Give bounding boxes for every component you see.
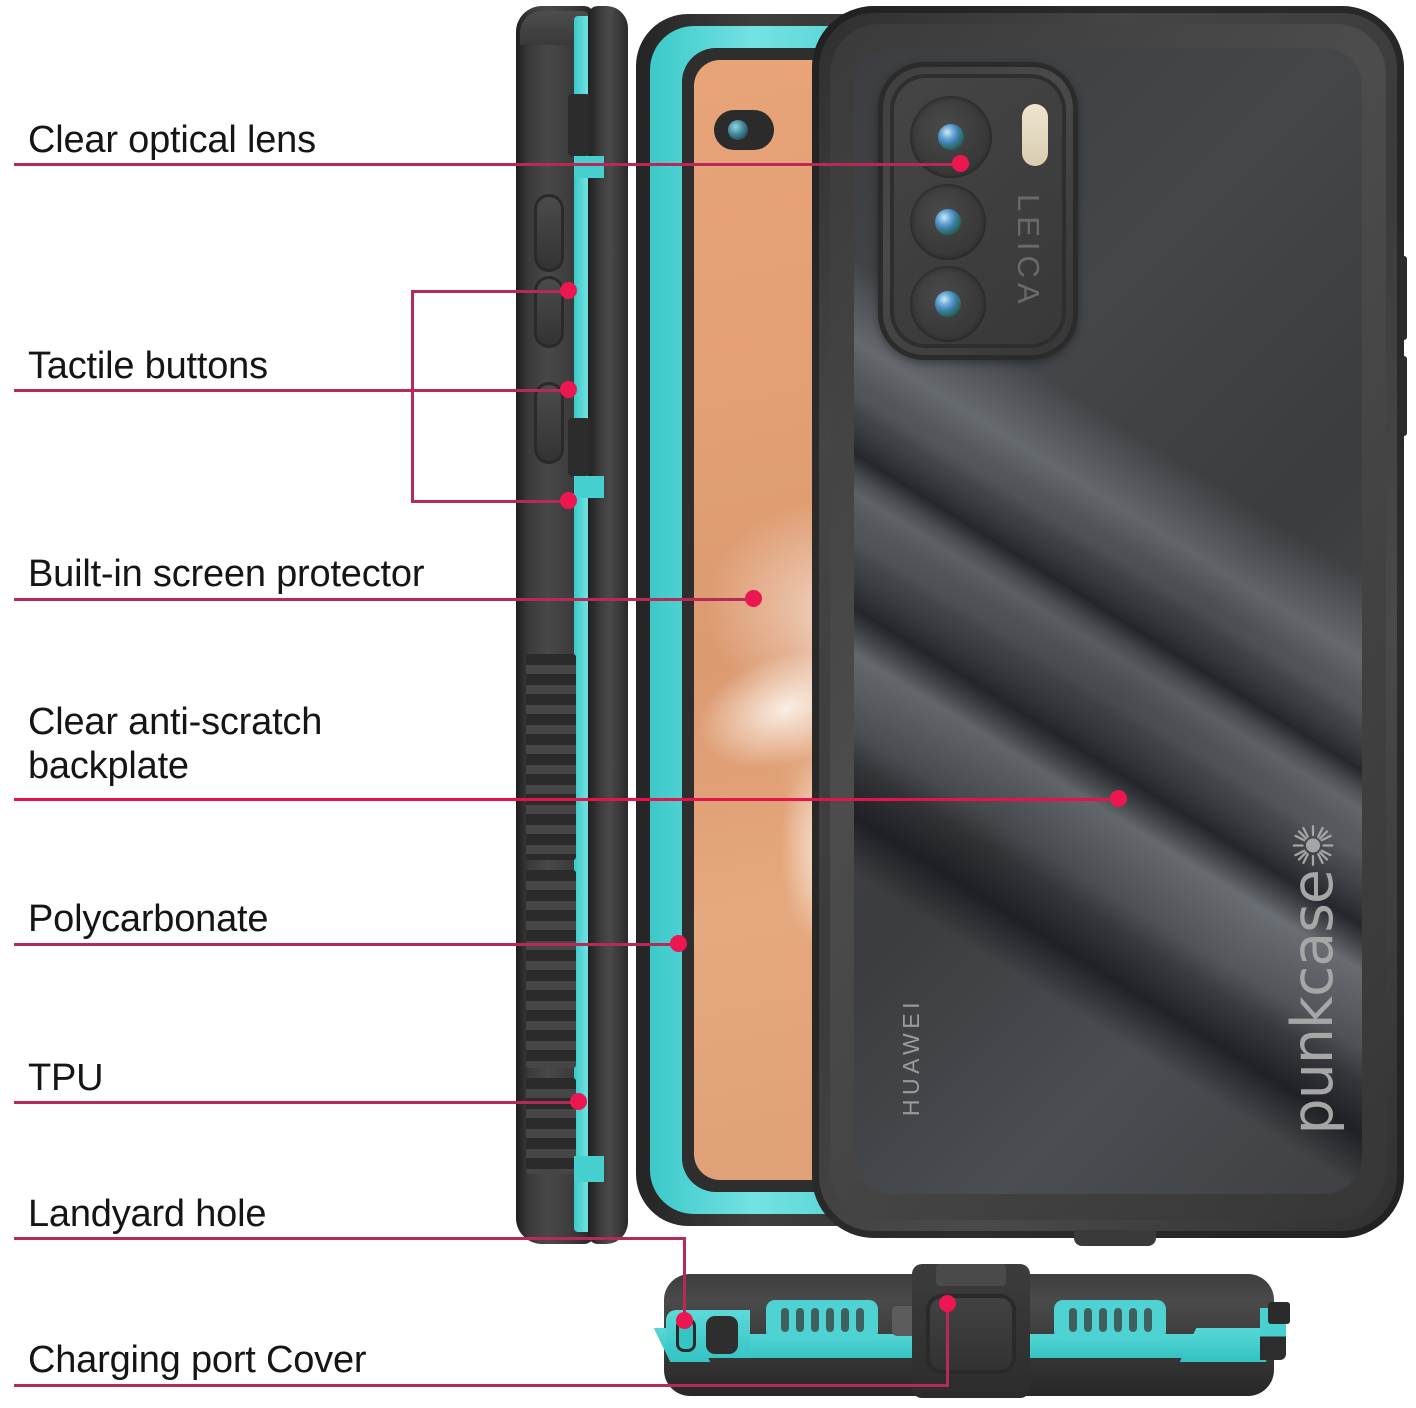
leader-branch-button-3 bbox=[411, 500, 570, 503]
camera-lens-2 bbox=[910, 184, 986, 260]
case-grip-texture-mid bbox=[526, 870, 576, 1068]
leader-dot-button-2 bbox=[560, 381, 577, 398]
callout-label-tactile-buttons: Tactile buttons bbox=[28, 345, 268, 387]
leader-line-tactile-buttons bbox=[14, 389, 414, 392]
callout-label-clear-anti-scratch-backplate: Clear anti-scratch backplate bbox=[28, 701, 323, 788]
bottom-right-tab-black bbox=[1268, 1302, 1290, 1324]
volume-up-button[interactable] bbox=[534, 194, 564, 272]
leica-brand-text: LEICA bbox=[1011, 194, 1046, 309]
leader-dot-tpu bbox=[570, 1093, 587, 1110]
case-front-lip bbox=[588, 6, 628, 1244]
callout-label-landyard-hole: Landyard hole bbox=[28, 1193, 267, 1235]
leader-dot-landyard-hole bbox=[676, 1312, 693, 1329]
leader-dot-button-3 bbox=[560, 492, 577, 509]
camera-lens-3 bbox=[910, 266, 986, 342]
leader-line-built-in-screen-protector bbox=[14, 598, 754, 601]
callout-label-charging-port-cover: Charging port Cover bbox=[28, 1339, 367, 1381]
case-teal-step-mid bbox=[574, 476, 604, 498]
leader-riser-charging-port-cover bbox=[946, 1302, 949, 1387]
leader-dot-charging-port-cover bbox=[939, 1295, 956, 1312]
case-bottom-tab bbox=[1074, 1230, 1156, 1246]
case-grip-texture-lower bbox=[526, 1078, 576, 1174]
leader-drop-landyard-hole bbox=[683, 1237, 686, 1319]
leader-branch-button-2 bbox=[411, 389, 570, 392]
leader-line-clear-optical-lens bbox=[14, 163, 969, 166]
case-notch-mid bbox=[568, 418, 590, 476]
leader-dot-clear-optical-lens bbox=[952, 155, 969, 172]
camera-module: LEICA bbox=[878, 62, 1078, 360]
charging-port-cover-tab[interactable] bbox=[936, 1264, 1006, 1286]
camera-flash-icon bbox=[1022, 104, 1048, 166]
leader-line-landyard-hole bbox=[14, 1237, 686, 1240]
callout-label-built-in-screen-protector: Built-in screen protector bbox=[28, 553, 425, 595]
front-camera-punch-hole bbox=[714, 110, 774, 150]
huawei-brand-text: HUAWEI bbox=[898, 997, 924, 1116]
camera-module-inner: LEICA bbox=[890, 74, 1066, 348]
leader-branch-button-1 bbox=[411, 290, 570, 293]
case-notch-top bbox=[568, 94, 590, 156]
punkcase-sun-icon bbox=[1292, 824, 1334, 865]
case-side-button-top[interactable] bbox=[1400, 256, 1407, 340]
power-button[interactable] bbox=[534, 382, 564, 464]
back-plate-view: HUAWEI punkcase bbox=[812, 6, 1407, 1246]
leader-dot-clear-anti-scratch-backplate bbox=[1110, 790, 1127, 807]
leader-dot-button-1 bbox=[560, 282, 577, 299]
leader-dot-built-in-screen-protector bbox=[745, 590, 762, 607]
leader-line-tpu bbox=[14, 1101, 579, 1104]
callout-label-polycarbonate: Polycarbonate bbox=[28, 898, 269, 940]
callout-label-clear-optical-lens: Clear optical lens bbox=[28, 119, 316, 161]
side-profile-view bbox=[516, 6, 628, 1244]
leader-line-polycarbonate bbox=[14, 943, 679, 946]
leader-line-clear-anti-scratch-backplate bbox=[14, 798, 1119, 801]
volume-down-button[interactable] bbox=[534, 276, 564, 348]
callout-label-tpu: TPU bbox=[28, 1057, 104, 1099]
case-teal-step-top bbox=[574, 156, 604, 178]
speaker-grille-right bbox=[1054, 1300, 1166, 1340]
leader-dot-polycarbonate bbox=[670, 935, 687, 952]
leader-bracket-tactile-buttons bbox=[411, 290, 414, 503]
leader-line-charging-port-cover bbox=[14, 1384, 949, 1387]
case-grip-texture-upper bbox=[526, 654, 576, 860]
case-side-button-bottom[interactable] bbox=[1400, 356, 1407, 436]
punkcase-brand-mark: punkcase bbox=[1280, 824, 1346, 1134]
punkcase-brand-text: punkcase bbox=[1280, 869, 1346, 1134]
landyard-hole-slot[interactable] bbox=[706, 1316, 738, 1354]
bottom-edge-view bbox=[640, 1264, 1298, 1402]
speaker-grille-left bbox=[766, 1300, 878, 1340]
case-teal-step-bottom bbox=[574, 1156, 604, 1182]
